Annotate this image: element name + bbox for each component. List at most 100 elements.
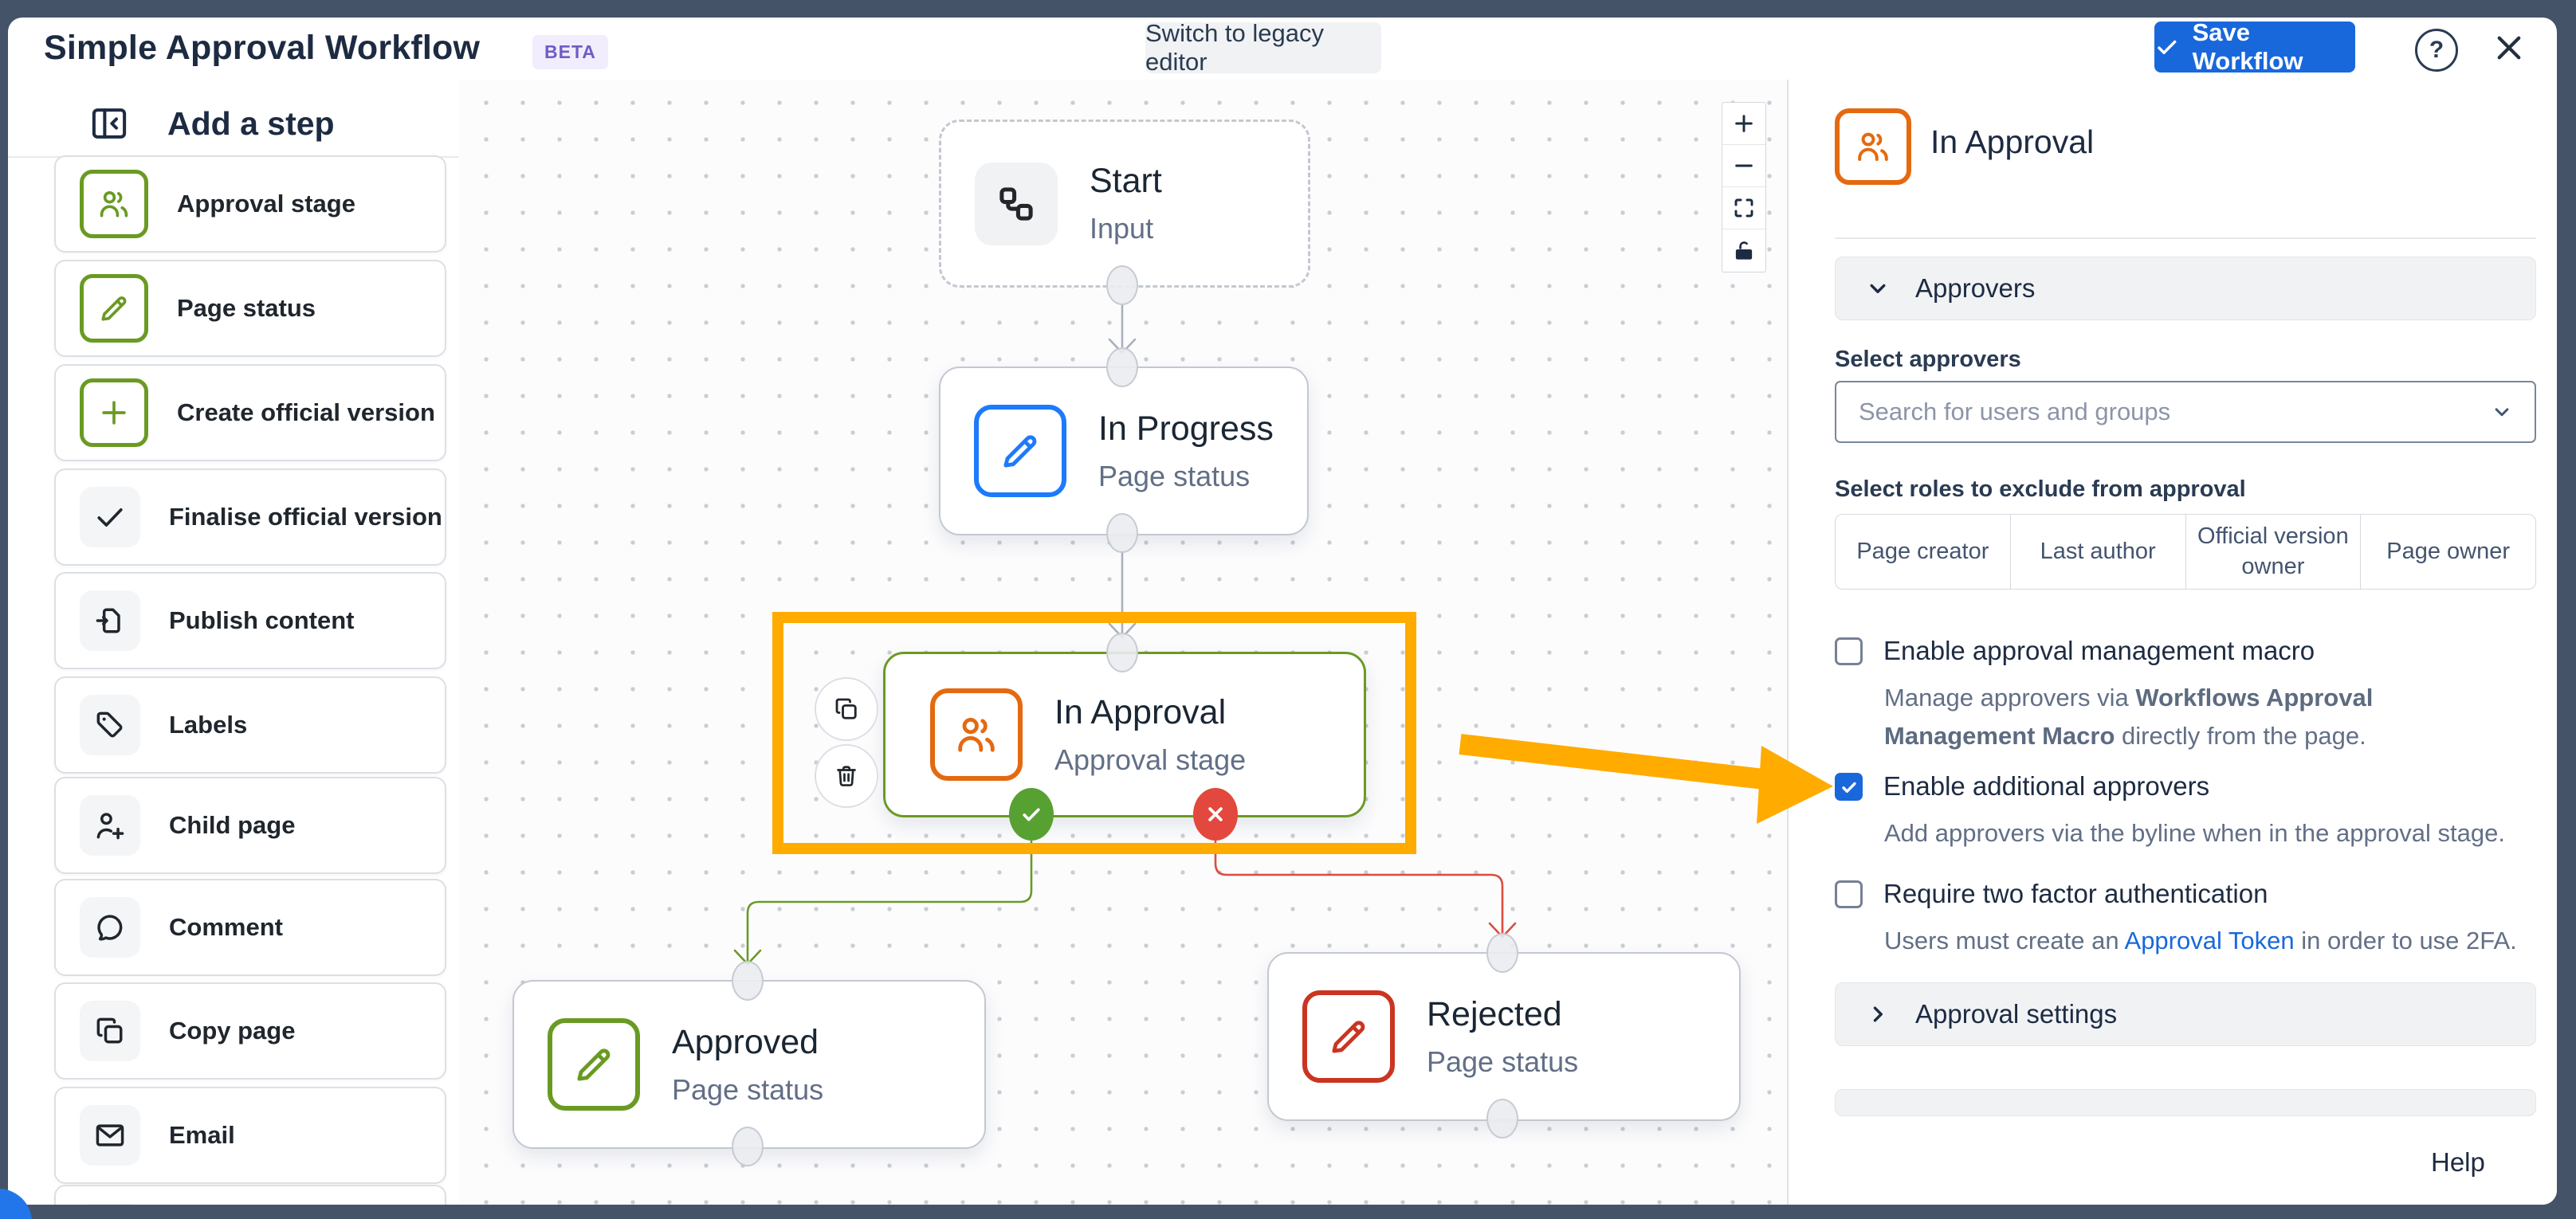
workflow-start-icon <box>975 162 1058 245</box>
exclude-roles-label: Select roles to exclude from approval <box>1835 476 2246 502</box>
pencil-icon <box>974 405 1066 497</box>
node-subtitle: Page status <box>1427 1045 1579 1078</box>
sidebar-item-labels[interactable]: Labels <box>54 676 446 774</box>
node-subtitle: Page status <box>1098 459 1251 492</box>
help-icon[interactable]: ? <box>2415 29 2458 72</box>
node-subtitle: Approval stage <box>1054 743 1247 776</box>
approval-settings-toggle[interactable]: Approval settings <box>1835 982 2536 1046</box>
sidebar-item-email[interactable]: Email <box>54 1087 446 1184</box>
check-icon <box>80 487 140 547</box>
connector-rejected-top[interactable] <box>1486 933 1518 973</box>
publish-icon <box>80 590 140 651</box>
step-settings-panel: In Approval Add approvers onto a page. A… <box>1787 80 2557 1205</box>
beta-badge: BETA <box>532 35 608 69</box>
delete-node-button[interactable] <box>815 744 878 808</box>
sidebar-item-label: Email <box>169 1121 235 1149</box>
people-icon <box>80 170 148 238</box>
collapse-panel-icon[interactable] <box>88 102 131 145</box>
approval-settings-label: Approval settings <box>1915 999 2118 1029</box>
pencil-icon <box>548 1018 640 1111</box>
node-title: Rejected <box>1427 994 1562 1033</box>
copy-icon <box>835 698 857 719</box>
connector-in-approval-top[interactable] <box>1106 633 1138 672</box>
canvas-zoom-controls <box>1722 102 1766 272</box>
check-icon <box>2158 40 2177 54</box>
sidebar-item-approval-stage[interactable]: Approval stage <box>54 155 446 253</box>
duplicate-node-button[interactable] <box>815 677 878 741</box>
connector-start-bottom[interactable] <box>1106 265 1138 305</box>
role-official-version-owner[interactable]: Official version owner <box>2186 515 2362 589</box>
save-workflow-button[interactable]: Save Workflow <box>2154 18 2355 75</box>
plus-icon <box>80 378 148 447</box>
sidebar-item-label: Create official version <box>177 398 435 426</box>
fit-view-button[interactable] <box>1722 187 1765 229</box>
sidebar-item-label: Copy page <box>169 1017 296 1045</box>
select-approvers-label: Select approvers <box>1835 347 2021 372</box>
sidebar-item-label: Labels <box>169 711 248 739</box>
enable-approval-management-macro-checkbox[interactable]: Enable approval management macro <box>1835 636 2315 666</box>
role-page-creator[interactable]: Page creator <box>1836 515 2011 589</box>
checkbox-unchecked[interactable] <box>1835 880 1863 908</box>
pencil-icon <box>80 274 148 343</box>
connector-approved-top[interactable] <box>732 961 764 1001</box>
connector-rejected-bottom[interactable] <box>1486 1099 1518 1139</box>
sidebar-item-create-official-version[interactable]: Create official version <box>54 364 446 461</box>
node-subtitle: Input <box>1090 212 1154 245</box>
select-approvers-input[interactable]: Search for users and groups <box>1835 381 2536 443</box>
help-link[interactable]: Help <box>2431 1147 2485 1177</box>
pencil-icon <box>1302 990 1395 1083</box>
role-page-owner[interactable]: Page owner <box>2386 538 2511 564</box>
person-add-icon <box>80 795 140 856</box>
sidebar-item-page-status[interactable]: Page status <box>54 260 446 357</box>
checkbox-unchecked[interactable] <box>1835 637 1863 665</box>
sidebar-item-finalise-official-version[interactable]: Finalise official version <box>54 468 446 566</box>
sidebar-item-label: Comment <box>169 913 283 941</box>
checkbox-description: Users must create an Approval Token in o… <box>1884 927 2517 954</box>
connector-in-progress-top[interactable] <box>1106 347 1138 387</box>
connector-approved-bottom[interactable] <box>732 1127 764 1166</box>
checkbox-checked[interactable] <box>1835 773 1863 801</box>
sidebar-item-child-page[interactable]: Child page <box>54 777 446 874</box>
tag-icon <box>80 695 140 755</box>
node-subtitle: Page status <box>672 1072 824 1106</box>
reject-port-icon[interactable] <box>1193 788 1238 841</box>
role-last-author[interactable]: Last author <box>2011 515 2186 589</box>
select-approvers-placeholder: Search for users and groups <box>1859 398 2171 425</box>
lock-open-icon[interactable] <box>1722 229 1765 272</box>
collapsed-section-partial[interactable] <box>1835 1089 2536 1116</box>
exclude-roles-group: Page creator Last author Official versio… <box>1835 514 2536 590</box>
email-icon <box>80 1105 140 1166</box>
node-title: Approved <box>672 1022 819 1061</box>
connector-in-progress-bottom[interactable] <box>1106 513 1138 553</box>
panel-title: In Approval <box>1930 123 2095 160</box>
people-icon <box>930 688 1023 781</box>
sidebar-item-publish-content[interactable]: Publish content <box>54 572 446 669</box>
zoom-out-button[interactable] <box>1722 145 1765 187</box>
sidebar-item-label: Child page <box>169 811 296 839</box>
close-icon[interactable] <box>2488 27 2530 69</box>
checkbox-description: Manage approvers via Workflows Approval … <box>1884 684 2374 751</box>
approval-token-link[interactable]: Approval Token <box>2124 927 2295 954</box>
node-title: Start <box>1090 162 1162 200</box>
approve-port-icon[interactable] <box>1009 788 1054 841</box>
sidebar-item-partial[interactable] <box>54 1185 446 1205</box>
workflow-editor-modal: Simple Approval Workflow BETA Switch to … <box>8 18 2557 1205</box>
sidebar-item-copy-page[interactable]: Copy page <box>54 982 446 1080</box>
sidebar-item-comment[interactable]: Comment <box>54 879 446 976</box>
chevron-down-icon <box>1870 284 1886 293</box>
add-step-sidebar: Add a step Approval stage Page status <box>8 80 460 1205</box>
zoom-in-button[interactable] <box>1722 103 1765 145</box>
require-2fa-checkbox[interactable]: Require two factor authentication <box>1835 879 2268 909</box>
copy-icon <box>80 1001 140 1061</box>
sidebar-item-label: Page status <box>177 294 316 322</box>
people-icon <box>1835 108 1911 185</box>
enable-additional-approvers-checkbox[interactable]: Enable additional approvers <box>1835 771 2209 802</box>
switch-to-legacy-editor-button[interactable]: Switch to legacy editor <box>1145 19 1381 76</box>
approvers-section-toggle[interactable]: Approvers <box>1835 257 2536 320</box>
